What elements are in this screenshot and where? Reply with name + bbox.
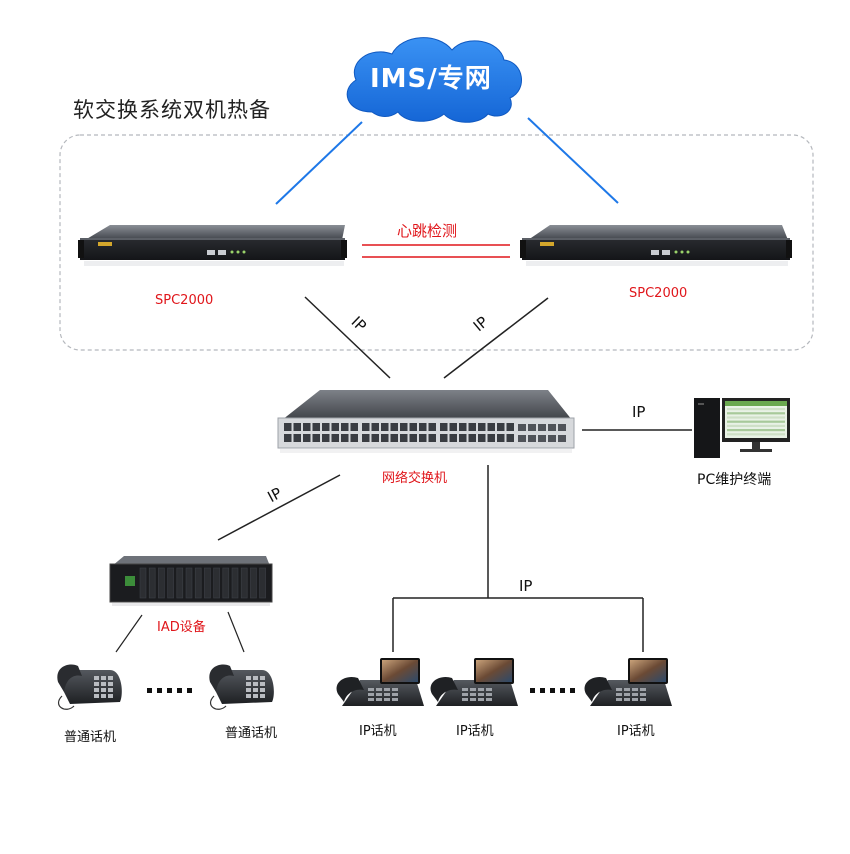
ip-label-ip-phones: IP [519,577,533,595]
ellipsis-analog [147,688,192,693]
ip-phone-icon-1 [336,658,424,706]
link-iad-phone-2 [227,611,245,653]
ip-phone-icon-3 [584,658,672,706]
link-switch-iad [217,474,341,541]
server-right [520,225,792,266]
network-switch [277,390,575,453]
server-right-label: SPC2000 [629,286,688,301]
page-title: 软交换系统双机热备 [73,98,271,122]
link-iad-phone-1 [115,614,143,653]
pc-terminal-icon [694,398,790,458]
ip-phone-label-2: IP话机 [456,724,494,739]
ip-phone-tree [392,465,644,652]
switch-label: 网络交换机 [382,471,448,486]
analog-phone-label-2: 普通话机 [225,726,278,741]
ip-phones [336,658,672,706]
iad-device-icon [109,556,273,606]
cloud-link-right [527,117,619,204]
server-left-label: SPC2000 [155,293,214,308]
analog-phone-icon-2 [209,664,274,710]
ellipsis-ip [530,688,575,693]
ip-phone-label-3: IP话机 [617,724,655,739]
cloud-label: IMS/专网 [370,64,492,94]
heartbeat-label: 心跳检测 [397,222,458,240]
analog-phone-label-1: 普通话机 [64,730,117,745]
server-left [78,225,347,266]
ip-phone-label-1: IP话机 [359,724,397,739]
cloud-link-left [275,121,363,205]
iad-label: IAD设备 [157,620,206,635]
link-server-right-switch [443,297,549,379]
ip-label-pc: IP [632,403,646,421]
link-server-left-switch [304,296,391,379]
pc-label: PC维护终端 [697,472,772,488]
analog-phones [57,664,274,710]
ims-cloud-icon [346,37,522,123]
analog-phone-icon-1 [57,664,122,710]
ip-phone-icon-2 [430,658,518,706]
